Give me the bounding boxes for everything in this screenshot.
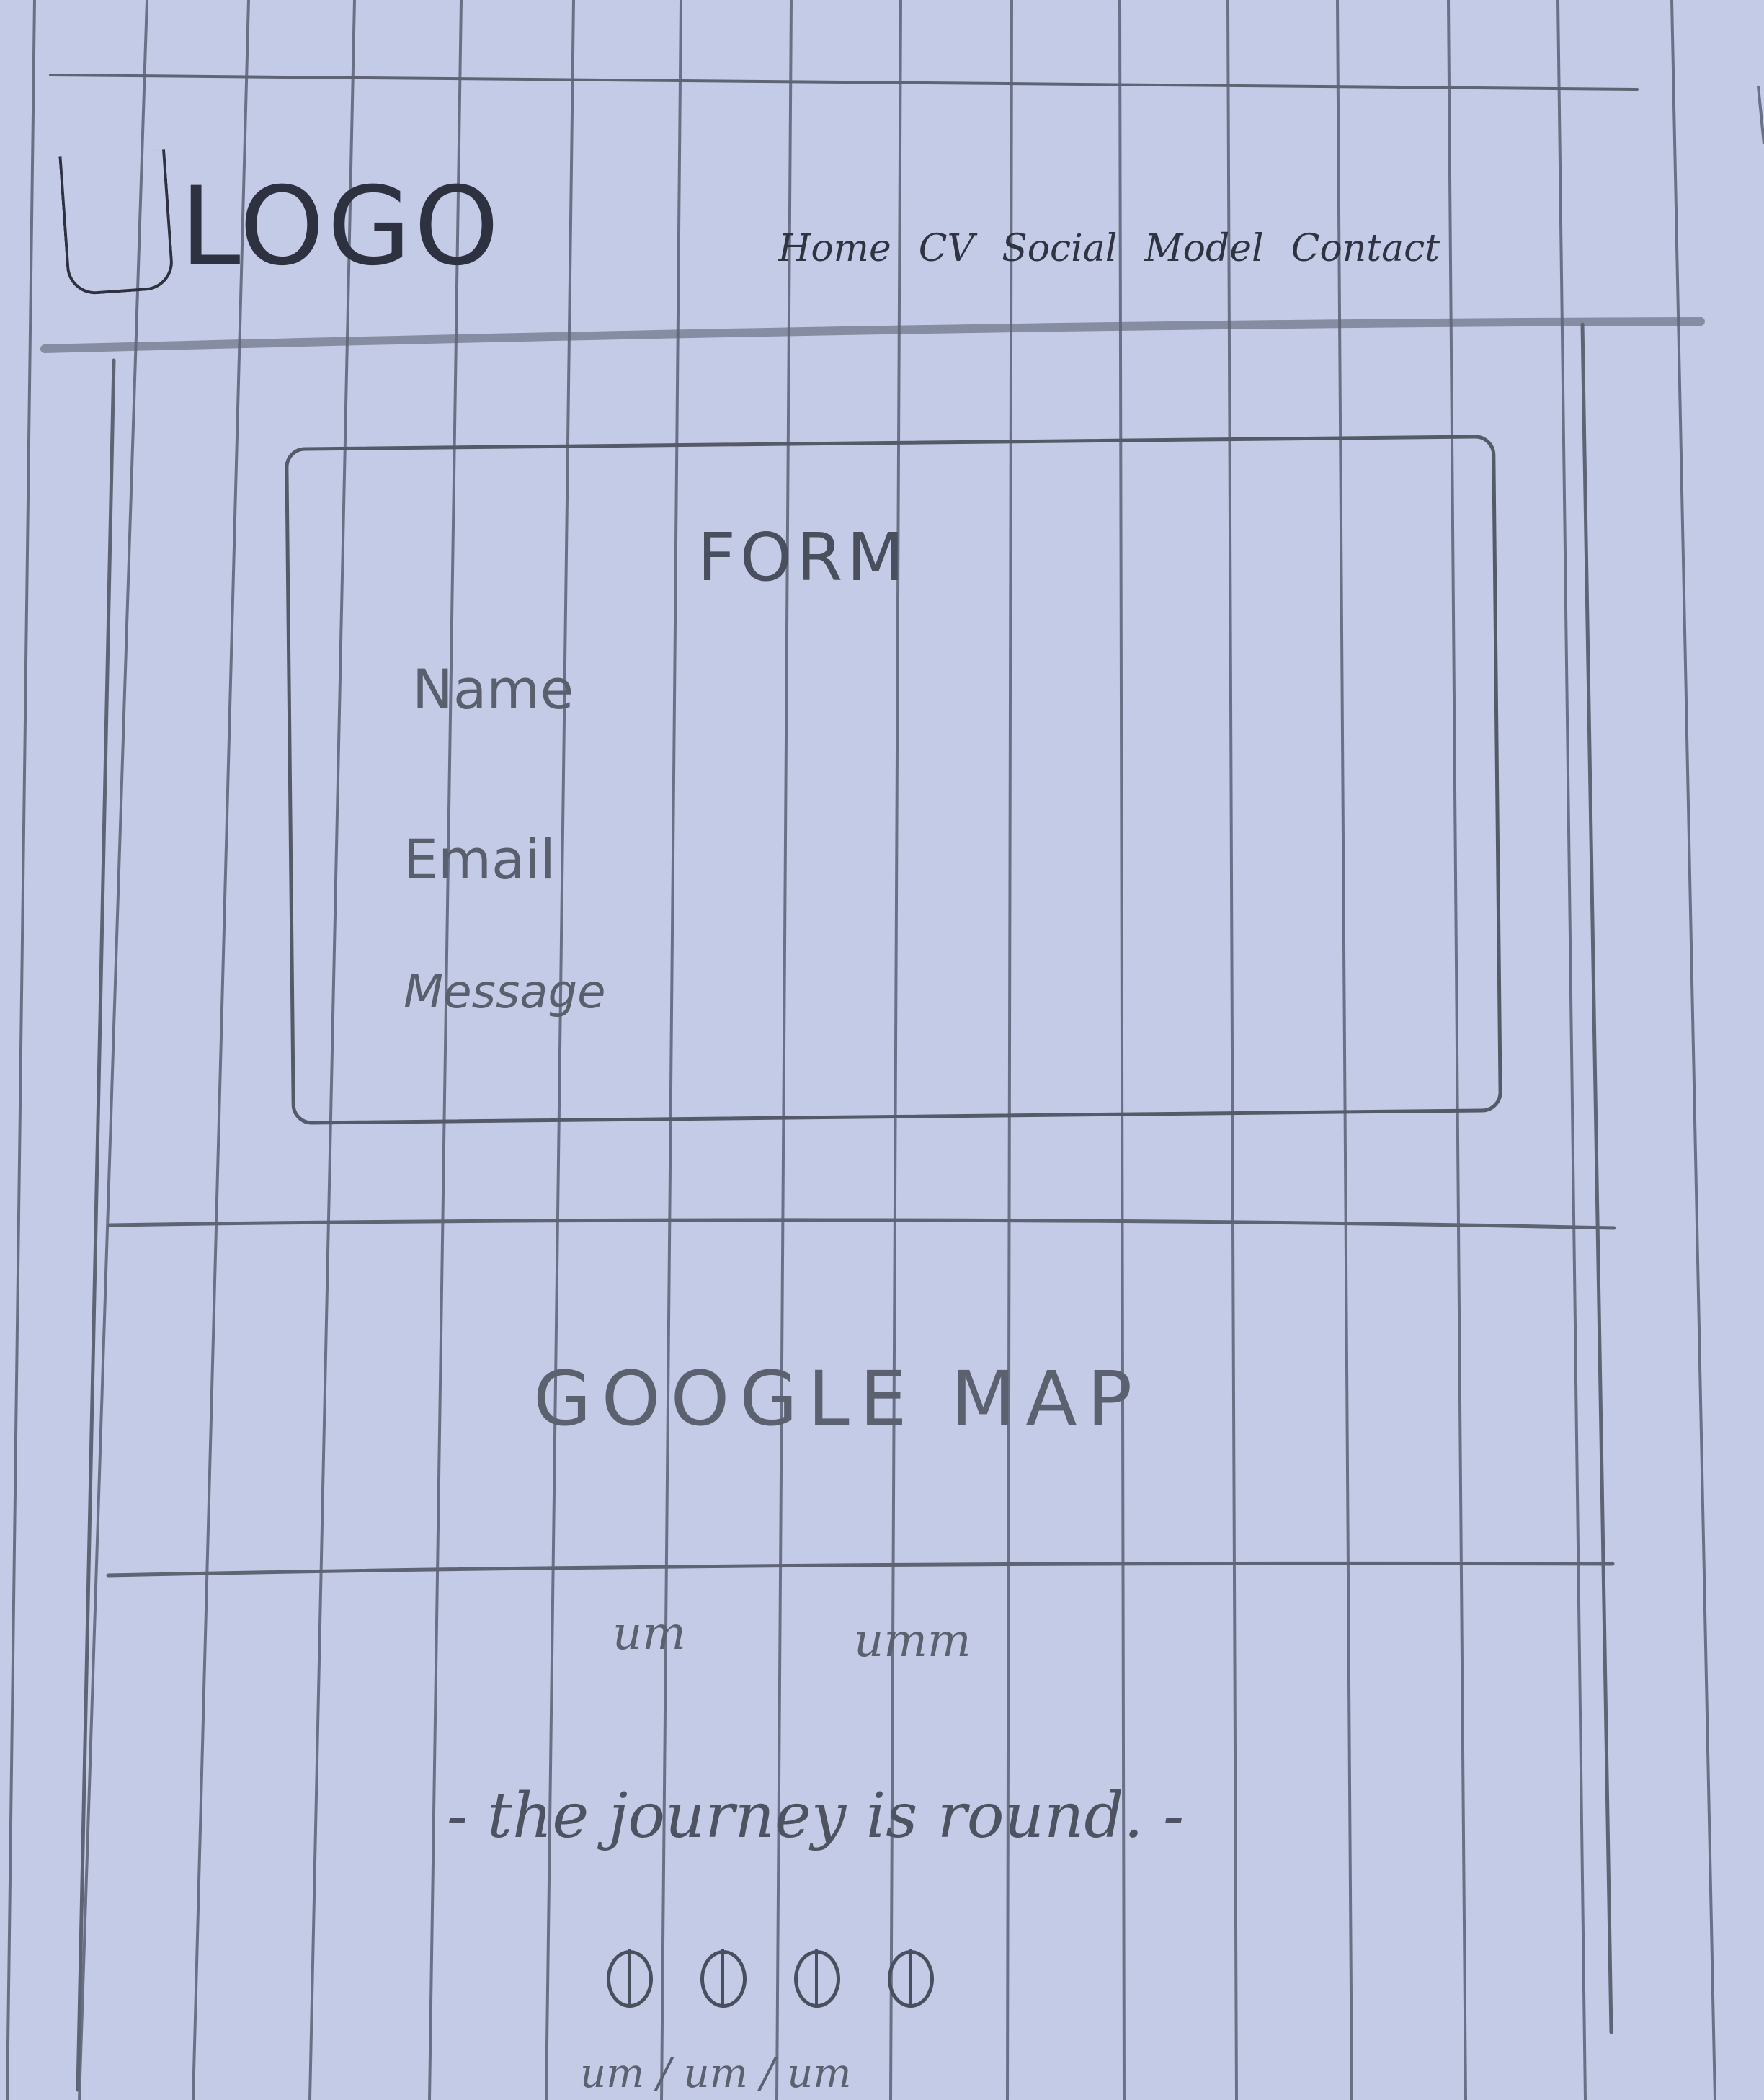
nav-item-cv[interactable]: CV [918, 227, 975, 270]
footer-link-scribble[interactable]: umm [854, 1614, 971, 1668]
google-map-placeholder[interactable]: GOOGLE MAP [533, 1355, 1143, 1443]
nav-item-social[interactable]: Social [1002, 227, 1118, 270]
logo-text[interactable]: LOGO [180, 164, 502, 290]
message-field[interactable]: Message [404, 966, 606, 1019]
nav-item-home[interactable]: Home [778, 227, 891, 270]
email-field[interactable]: Email [404, 827, 556, 891]
social-circle-icon[interactable] [794, 1949, 840, 2008]
social-icons [607, 1949, 981, 2008]
footer-link-scribble[interactable]: um [612, 1607, 686, 1660]
logo-icon[interactable] [58, 149, 175, 296]
social-circle-icon[interactable] [888, 1949, 934, 2008]
social-circle-icon[interactable] [607, 1949, 653, 2008]
name-field[interactable]: Name [412, 657, 574, 721]
form-title: FORM [698, 519, 909, 596]
social-circle-icon[interactable] [700, 1949, 747, 2008]
footer-tagline: - the journey is round. - [447, 1780, 1185, 1852]
nav-item-contact[interactable]: Contact [1291, 227, 1440, 270]
footer-copyright-scribble: um / um / um [580, 2050, 852, 2097]
main-nav: Home CV Social Model Contact [778, 220, 1467, 277]
nav-item-model[interactable]: Model [1144, 227, 1264, 270]
